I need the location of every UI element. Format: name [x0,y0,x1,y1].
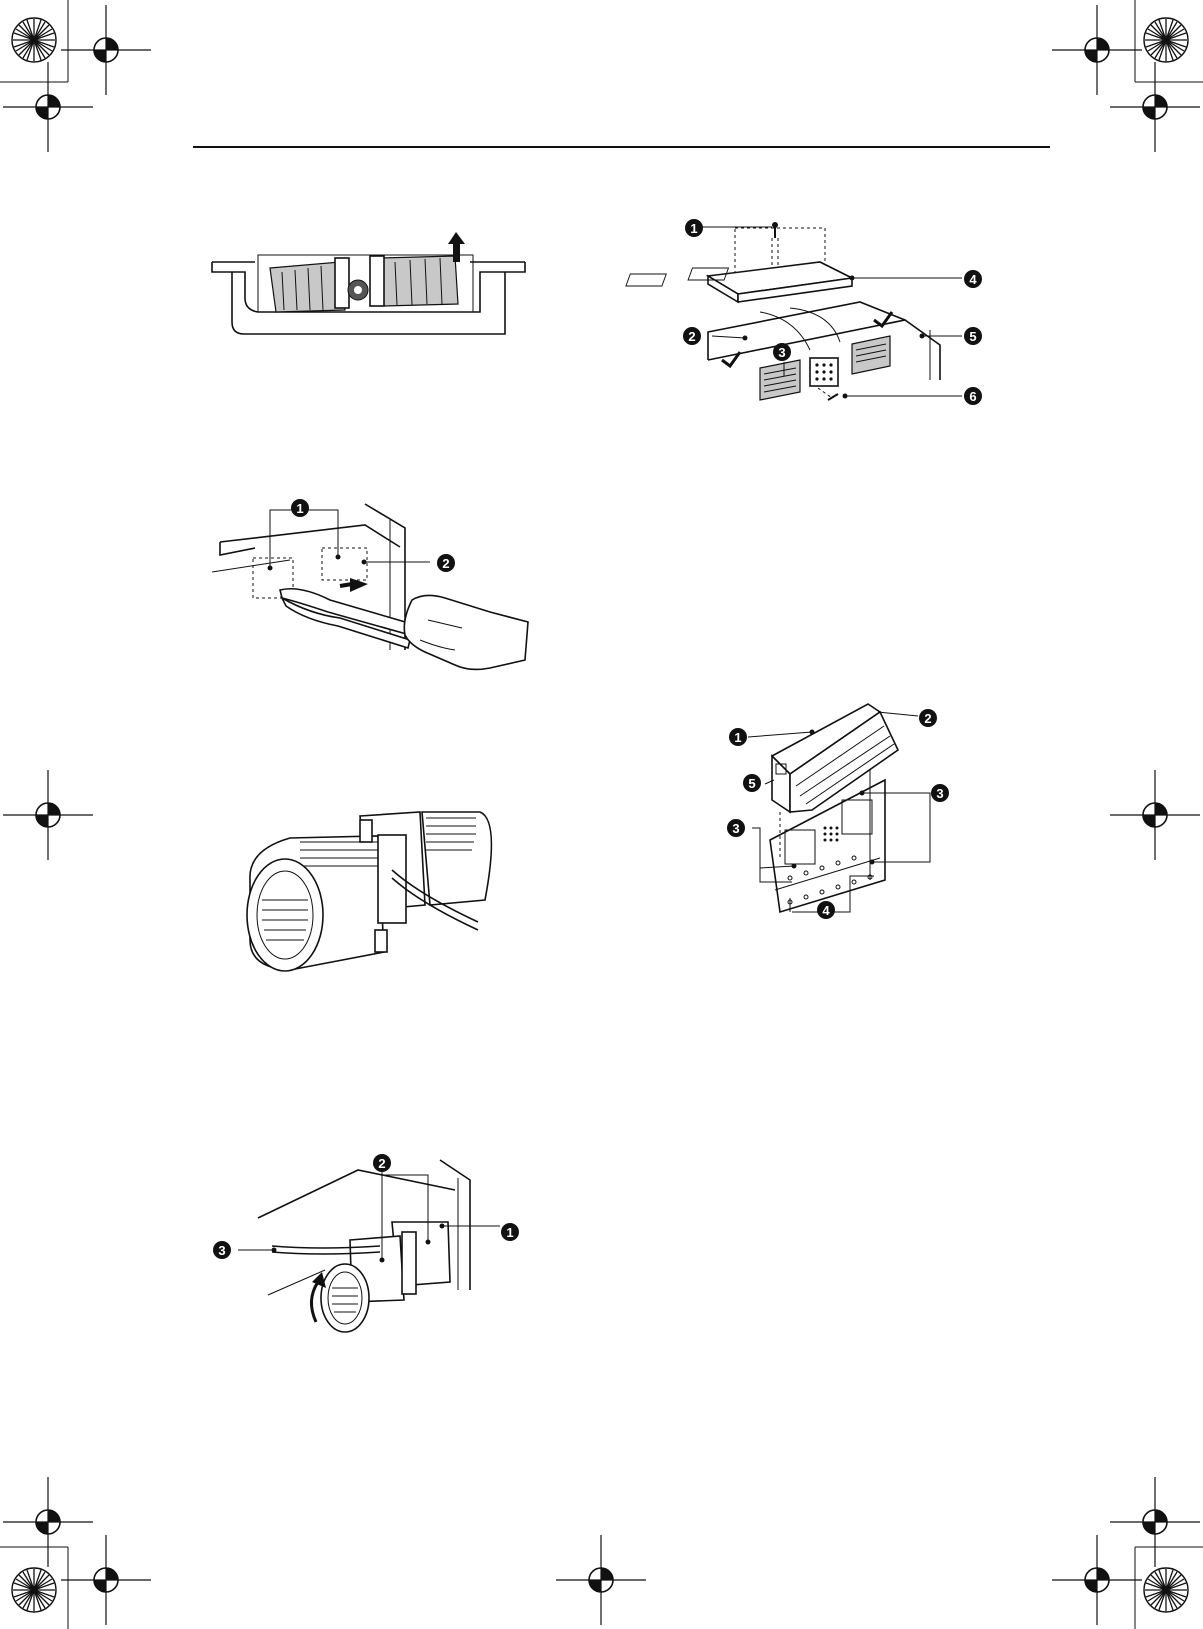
svg-text:2: 2 [924,711,931,726]
svg-text:3: 3 [936,786,943,801]
svg-text:1: 1 [734,730,741,745]
callout-5: 5 [743,774,761,792]
svg-text:5: 5 [748,776,755,791]
callout-1: 1 [729,728,747,746]
callout-3: 3 [931,784,949,802]
callout-4: 4 [817,901,835,919]
svg-text:4: 4 [822,903,830,918]
callout-2: 2 [919,709,937,727]
callout-3: 3 [727,819,745,837]
svg-text:3: 3 [732,821,739,836]
